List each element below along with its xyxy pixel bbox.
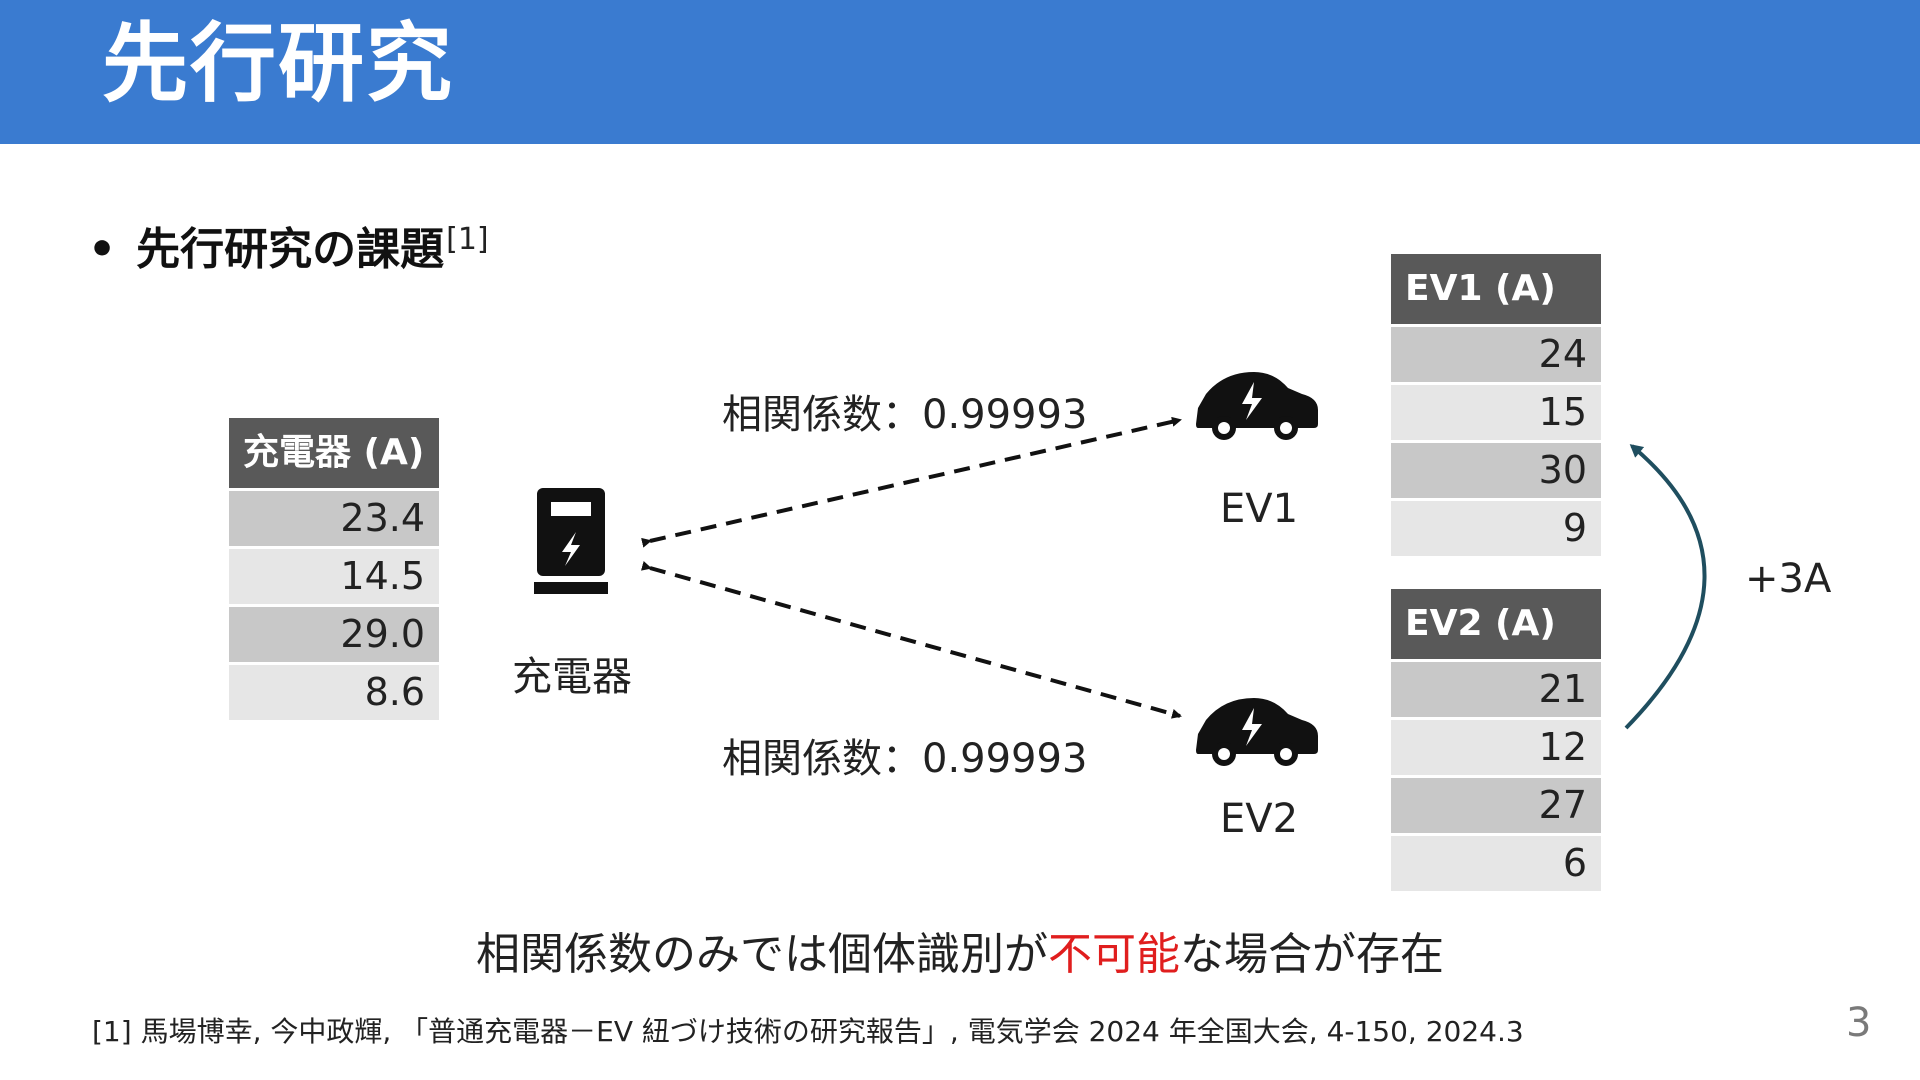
ev-charger-icon xyxy=(534,488,608,594)
table-cell: 29.0 xyxy=(229,607,439,662)
ev1-label: EV1 xyxy=(1220,486,1299,532)
table-cell: 8.6 xyxy=(229,665,439,720)
table-cell: 9 xyxy=(1391,501,1601,556)
table-header: EV2 (A) xyxy=(1391,589,1601,659)
bullet-item: • 先行研究の課題 [1] xyxy=(88,222,489,282)
offset-curve-arrow xyxy=(1624,444,1707,730)
table-cell: 27 xyxy=(1391,778,1601,833)
correlation-arrow-ev2 xyxy=(640,561,1182,719)
bullet-dot: • xyxy=(88,224,117,275)
offset-label: +3A xyxy=(1745,556,1832,602)
table-cell: 14.5 xyxy=(229,549,439,604)
table-cell: 23.4 xyxy=(229,491,439,546)
table-cell: 15 xyxy=(1391,385,1601,440)
bullet-text: 先行研究の課題 xyxy=(136,224,445,275)
table-cell: 12 xyxy=(1391,720,1601,775)
correlation-label-bottom: 相関係数：0.99993 xyxy=(722,736,1088,782)
table-cell: 6 xyxy=(1391,836,1601,891)
conclusion-before: 相関係数のみでは個体識別が xyxy=(476,929,1048,980)
table-cell: 21 xyxy=(1391,662,1601,717)
table-cell: 30 xyxy=(1391,443,1601,498)
title-bar: 先行研究 xyxy=(0,0,1920,144)
ev2-car-icon xyxy=(1196,698,1318,766)
page-number: 3 xyxy=(1846,1000,1872,1046)
correlation-label-top: 相関係数：0.99993 xyxy=(722,392,1088,438)
correlation-arrow-ev1 xyxy=(641,416,1182,548)
ev2-current-table: EV2 (A) 21 12 27 6 xyxy=(1391,589,1601,891)
page-title: 先行研究 xyxy=(102,14,454,114)
table-header: EV1 (A) xyxy=(1391,254,1601,324)
citation-ref: [1] xyxy=(446,222,489,257)
ev1-current-table: EV1 (A) 24 15 30 9 xyxy=(1391,254,1601,556)
charger-label: 充電器 xyxy=(512,654,632,700)
ev2-label: EV2 xyxy=(1220,796,1299,842)
conclusion-after: な場合が存在 xyxy=(1180,929,1444,980)
charger-current-table: 充電器 (A) 23.4 14.5 29.0 8.6 xyxy=(229,418,439,720)
ev1-car-icon xyxy=(1196,372,1318,440)
table-header: 充電器 (A) xyxy=(229,418,439,488)
table-cell: 24 xyxy=(1391,327,1601,382)
reference-footnote: [1] 馬場博幸, 今中政輝, 「普通充電器－EV 紐づけ技術の研究報告」, 電… xyxy=(92,1015,1524,1048)
conclusion-text: 相関係数のみでは個体識別が不可能な場合が存在 xyxy=(0,918,1920,982)
conclusion-highlight: 不可能 xyxy=(1048,929,1180,980)
